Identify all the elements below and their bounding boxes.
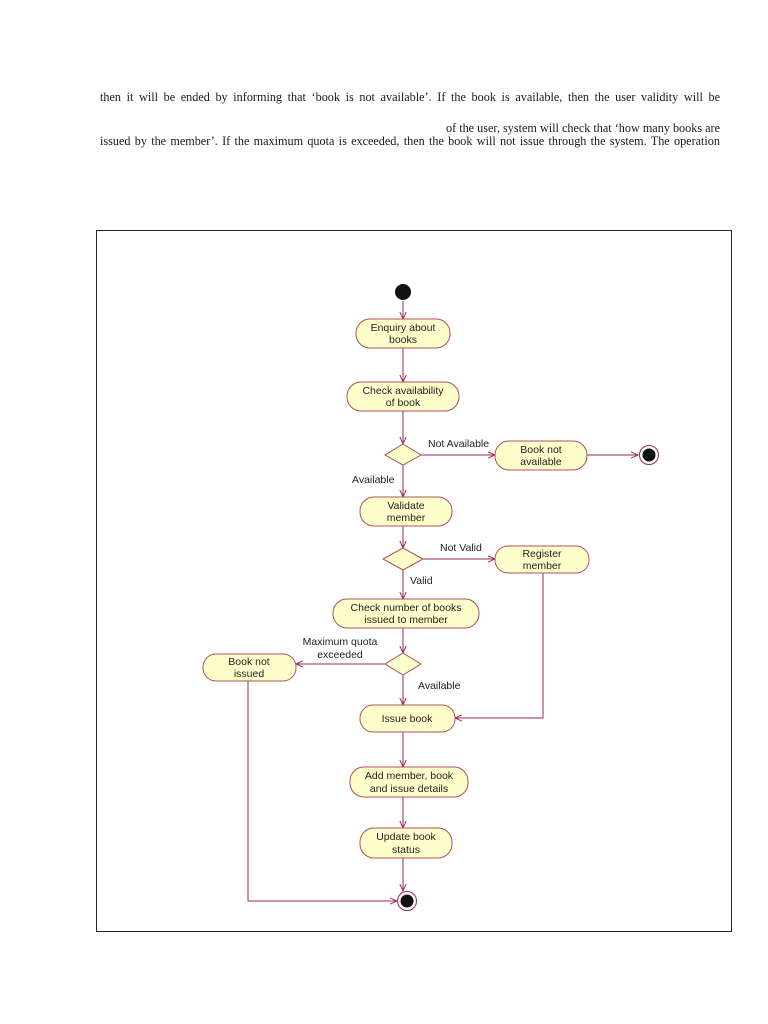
svg-text:issued: issued (234, 668, 265, 680)
activity-register-member: Register member (494, 545, 590, 574)
activity-add-details: Add member, book and issue details (349, 766, 469, 798)
svg-text:Enquiry about: Enquiry about (371, 322, 436, 334)
label-max-quota-line1: Maximum quota (303, 636, 378, 648)
flow-register-to-issue-book (455, 573, 544, 718)
label-not-valid: Not Valid (440, 542, 482, 554)
svg-text:of book: of book (386, 397, 421, 409)
paragraph-line-3: issued by the member’. If the maximum qu… (100, 134, 720, 148)
svg-text:status: status (392, 844, 420, 856)
end-node-bottom (397, 891, 417, 911)
svg-text:Issue book: Issue book (382, 713, 434, 725)
paragraph-line-1: then it will be ended by informing that … (100, 90, 720, 104)
svg-text:Book not: Book not (228, 656, 270, 668)
label-available-1: Available (352, 474, 395, 486)
paragraph-line-2: of the user, system will check that ‘how… (446, 121, 720, 135)
activity-diagram: Enquiry about books Check availability o… (202, 284, 659, 911)
decision-validity (381, 547, 425, 571)
label-max-quota-line2: exceeded (317, 649, 363, 661)
svg-text:Register: Register (522, 548, 562, 560)
activity-check-availability: Check availability of book (346, 381, 460, 412)
diagram-frame: Enquiry about books Check availability o… (96, 230, 732, 932)
svg-text:member: member (523, 560, 562, 572)
svg-text:issued to member: issued to member (364, 614, 448, 626)
decision-availability (384, 443, 422, 466)
svg-text:Check availability: Check availability (362, 385, 444, 397)
flow-lines (247, 301, 638, 901)
end-node-top (639, 445, 659, 465)
label-valid: Valid (410, 575, 433, 587)
activity-validate-member: Validate member (359, 496, 453, 527)
decision-quota (384, 652, 422, 676)
flow-not-issued-to-end (247, 678, 397, 901)
svg-text:and issue details: and issue details (370, 783, 448, 795)
activity-book-not-available: Book not available (494, 440, 588, 471)
activity-issue-book: Issue book (359, 704, 456, 733)
svg-text:Validate: Validate (387, 500, 424, 512)
activity-enquiry: Enquiry about books (355, 318, 451, 349)
start-node (395, 284, 411, 300)
label-not-available: Not Available (428, 438, 489, 450)
svg-text:books: books (389, 334, 417, 346)
activity-update-book-status: Update book status (359, 827, 453, 859)
svg-text:Update book: Update book (376, 831, 436, 843)
activity-check-number-of-books: Check number of books issued to member (332, 598, 480, 629)
svg-text:Book not: Book not (520, 444, 562, 456)
svg-text:member: member (387, 512, 426, 524)
label-available-2: Available (418, 680, 461, 692)
svg-text:Add member, book: Add member, book (365, 770, 454, 782)
svg-text:Check number of books: Check number of books (351, 602, 462, 614)
svg-text:available: available (520, 456, 562, 468)
activity-book-not-issued: Book not issued (202, 653, 297, 682)
